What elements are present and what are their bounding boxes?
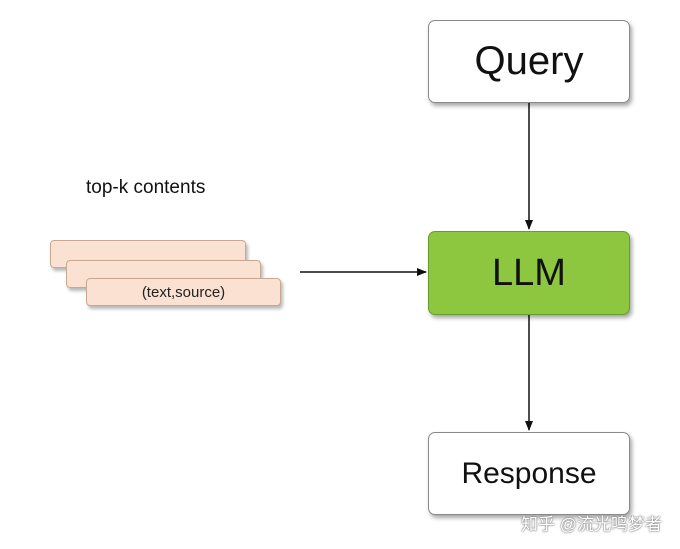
content-card-text: (text,source) <box>141 283 226 301</box>
watermark-text: 知乎 @流光鸣梦者 <box>521 515 662 534</box>
query-label: Query <box>474 39 584 83</box>
response-label: Response <box>461 456 597 490</box>
llm-node: LLM <box>428 231 630 315</box>
content-card-front: (text,source) <box>86 278 281 306</box>
response-node: Response <box>428 432 630 515</box>
llm-label: LLM <box>492 251 566 294</box>
query-node: Query <box>428 20 630 103</box>
top-k-contents-label: top-k contents <box>86 177 206 198</box>
